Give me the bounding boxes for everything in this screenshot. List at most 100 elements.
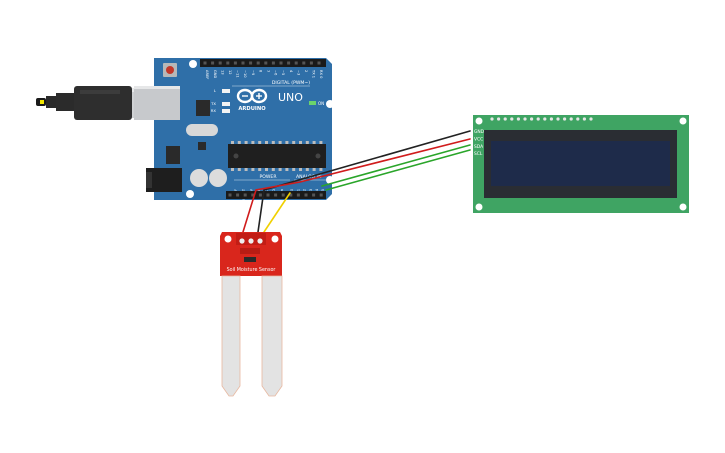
lcd-pin-label: SCL	[474, 151, 483, 157]
lcd-pad	[530, 117, 534, 121]
header-pin-hole	[243, 193, 247, 197]
header-pin-hole	[256, 61, 260, 65]
wire-vcc	[242, 138, 471, 233]
digital-pin-label: ~5	[281, 70, 285, 75]
chip-pin	[319, 141, 323, 144]
mount-hole	[326, 100, 334, 108]
sensor-probe-right	[261, 275, 283, 397]
usb-port	[134, 86, 180, 120]
digital-pin-label: 8	[258, 70, 262, 73]
power-pin-label: 5V	[257, 188, 261, 193]
chip-pin	[251, 141, 255, 144]
lcd-pin-label: SDA	[474, 144, 483, 150]
lcd-pad	[582, 117, 587, 121]
header-pin-hole	[304, 193, 308, 197]
header-pin-hole	[203, 61, 207, 65]
header-pin-hole	[241, 61, 245, 65]
wire-sda	[321, 144, 471, 187]
lcd-pad	[589, 117, 593, 121]
header-pin-hole	[211, 61, 215, 65]
lcd-pad	[516, 117, 521, 121]
wire-gnd	[257, 130, 471, 233]
chip-pin	[271, 141, 275, 144]
header-pin-hole	[302, 61, 306, 65]
lcd-pin-label: VCC	[474, 136, 483, 142]
wire-scl	[325, 149, 471, 191]
atmega-chip	[228, 144, 326, 168]
chip-pin	[244, 168, 248, 171]
digital-header	[200, 59, 326, 67]
digital-pin-label: TX 1	[312, 69, 316, 78]
digital-pin-label: ~11	[236, 70, 240, 78]
wire-signal	[263, 192, 291, 233]
mount-hole	[679, 117, 687, 125]
sensor-label: Soil Moisture Sensor	[227, 267, 276, 273]
digital-pin-label: ~6	[274, 70, 278, 76]
header-pin-hole	[264, 61, 268, 65]
chip-pin	[237, 141, 241, 144]
lcd-pad	[523, 117, 527, 121]
lcd-pad	[549, 117, 554, 121]
header-pin-hole	[281, 193, 285, 197]
arduino-brand: ARDUINO	[238, 106, 266, 112]
chip-pin	[278, 141, 282, 144]
header-pin-hole	[226, 61, 230, 65]
header-pin-hole	[271, 61, 275, 65]
mount-hole	[189, 60, 197, 68]
lcd-pin-label: GND	[474, 129, 485, 135]
header-pin-hole	[266, 193, 270, 197]
digital-header-label: DIGITAL (PWM~)	[272, 80, 310, 86]
header-pin-hole	[233, 61, 237, 65]
header-pin-hole	[218, 61, 222, 65]
chip-pin	[319, 168, 323, 171]
header-pin-hole	[312, 193, 316, 197]
status-leds: L TX RX	[210, 88, 230, 113]
mount-hole	[271, 235, 279, 243]
chip-pin	[251, 168, 255, 171]
lcd-pad	[503, 117, 507, 121]
on-led	[309, 101, 316, 105]
lcd-pad	[536, 117, 540, 121]
soil-moisture-sensor: Soil Moisture Sensor	[220, 232, 283, 397]
lcd-pad	[510, 117, 514, 121]
mount-hole	[186, 190, 194, 198]
chip-pin	[265, 168, 268, 171]
digital-pin-label: RX 0	[319, 70, 323, 79]
header-pin-hole	[228, 193, 232, 197]
chip-pin	[278, 168, 282, 171]
header-pin-hole	[249, 61, 253, 65]
crystal	[186, 124, 218, 136]
chip-pin	[292, 141, 296, 144]
capacitor	[209, 169, 227, 187]
led-label-tx: TX	[210, 101, 216, 106]
led-label-rx: RX	[211, 108, 217, 113]
chip-pin	[312, 168, 316, 171]
digital-pin-label: 12	[228, 70, 232, 75]
mount-hole	[475, 117, 483, 125]
chip-pin	[258, 168, 262, 171]
header-pin-hole	[258, 193, 262, 197]
digital-pin-label: ~3	[296, 70, 300, 75]
digital-pin-label: 2	[304, 70, 308, 72]
header-pin-hole	[317, 61, 321, 65]
header-pin-hole	[296, 193, 300, 197]
digital-pin-label: 4	[289, 70, 293, 73]
lcd-pad	[563, 117, 567, 121]
chip-pin	[285, 168, 289, 171]
sensor-probe-left	[221, 275, 241, 397]
header-pin-hole	[294, 61, 298, 65]
header-pin-hole	[289, 193, 293, 197]
lcd-pad	[569, 117, 573, 121]
mount-hole	[679, 203, 687, 211]
chip-pin	[258, 141, 262, 144]
lcd-pad	[490, 117, 494, 121]
digital-pin-label: 13	[220, 70, 224, 75]
chip-pin	[244, 141, 248, 144]
chip-pin	[292, 168, 296, 171]
lcd-pad	[576, 117, 580, 121]
mount-hole	[326, 176, 334, 184]
digital-pin-label: 7	[266, 70, 270, 72]
